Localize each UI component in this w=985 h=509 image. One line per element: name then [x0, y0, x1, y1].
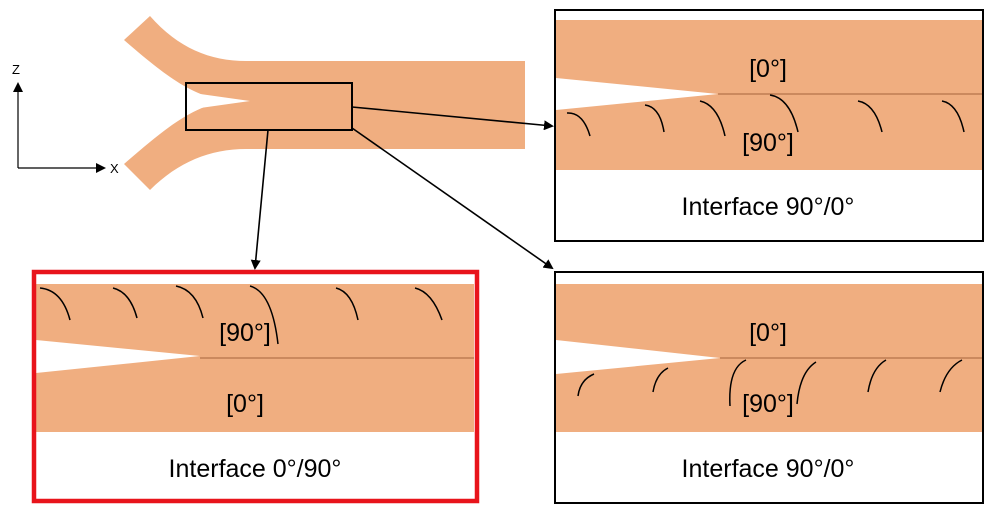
panel-bottom-left-microcracks: [39, 285, 443, 345]
specimen-lower-arm: [124, 101, 525, 190]
specimen-upper-arm: [124, 16, 525, 101]
panel-top-right-microcracks: [566, 94, 965, 137]
microcrack: [644, 104, 665, 133]
microcrack: [175, 285, 204, 319]
microcrack: [566, 112, 591, 137]
microcrack: [769, 94, 799, 133]
panel-bottom-right-microcracks: [577, 359, 963, 407]
panel-top-right-crack: [556, 78, 718, 110]
panel-bottom-right: [0°] [90°] Interface 90°/0°: [554, 271, 984, 504]
arrow-to-bottom-right-panel: [351, 127, 554, 270]
microcrack: [249, 285, 279, 345]
panel-bottom-left-lower-ply-label: [0°]: [226, 390, 264, 418]
microcrack: [699, 100, 726, 137]
panel-bottom-right-lower-ply: [556, 358, 982, 432]
panel-bottom-left: [90°] [0°] Interface 0°/90°: [31, 269, 480, 504]
dcb-specimen: [124, 16, 525, 190]
microcrack: [857, 100, 883, 133]
panel-top-right-upper-ply-label: [0°]: [749, 55, 787, 83]
microcrack: [39, 287, 71, 321]
zoom-arrows: [250, 106, 554, 270]
microcrack: [867, 359, 887, 393]
panel-bottom-left-upper-ply-label: [90°]: [219, 319, 271, 347]
x-axis-label: X: [110, 161, 119, 176]
panel-top-right: [0°] [90°] Interface 90°/0°: [554, 9, 984, 242]
z-axis-label: Z: [12, 62, 20, 77]
microcrack: [112, 287, 138, 319]
arrow-to-top-right-panel: [351, 106, 554, 131]
microcrack: [335, 287, 359, 321]
panel-bottom-left-crack: [36, 340, 200, 373]
microcrack: [941, 100, 965, 133]
microcrack: [652, 367, 669, 393]
panel-top-right-upper-ply: [556, 20, 982, 94]
panel-bottom-left-caption: Interface 0°/90°: [169, 455, 342, 483]
coordinate-axes: Z X: [12, 62, 119, 176]
microcrack: [729, 359, 747, 407]
panel-bottom-right-crack: [556, 340, 720, 374]
panel-bottom-left-upper-ply: [36, 284, 474, 358]
panel-bottom-right-caption: Interface 90°/0°: [682, 455, 855, 483]
zoom-region-box: [185, 82, 353, 131]
microcrack: [577, 373, 595, 397]
panel-bottom-left-highlight-frame: [31, 269, 480, 504]
microcrack: [796, 361, 817, 405]
panel-top-right-lower-ply-label: [90°]: [742, 129, 794, 157]
panel-bottom-right-upper-ply: [556, 284, 982, 358]
microcrack: [414, 287, 443, 321]
panel-top-right-lower-ply: [556, 94, 982, 170]
panel-bottom-right-lower-ply-label: [90°]: [742, 390, 794, 418]
panel-top-right-caption: Interface 90°/0°: [682, 193, 855, 221]
panel-bottom-left-lower-ply: [36, 358, 474, 432]
specimen-crack-opening: [186, 92, 250, 110]
panel-bottom-right-upper-ply-label: [0°]: [749, 319, 787, 347]
microcrack: [939, 359, 963, 393]
arrow-to-bottom-left-panel: [250, 129, 269, 270]
